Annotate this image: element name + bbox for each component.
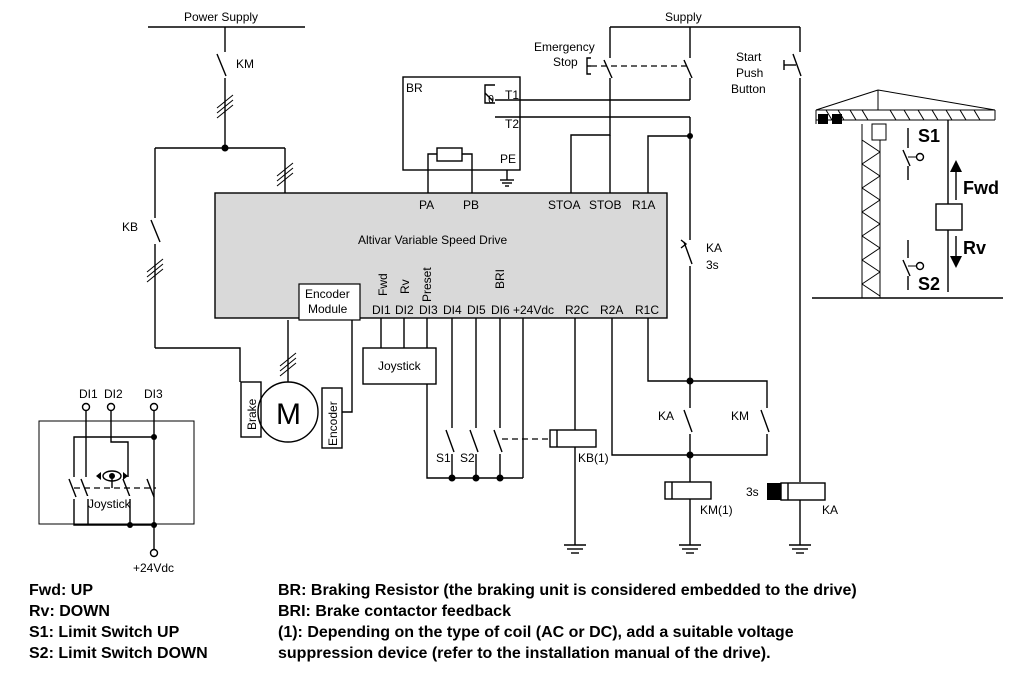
svg-text:DI2: DI2 (395, 303, 414, 317)
legend-s2: S2: Limit Switch DOWN (29, 645, 208, 662)
svg-text:Joystick: Joystick (378, 359, 422, 373)
svg-text:KB(1): KB(1) (578, 451, 609, 465)
svg-text:KA: KA (706, 241, 722, 255)
kb-label: KB (122, 220, 138, 234)
svg-text:3s: 3s (706, 258, 719, 272)
joystick-box (362, 347, 437, 385)
svg-text:Push: Push (736, 66, 763, 80)
svg-text:θ: θ (488, 94, 494, 106)
drive-label: Altivar Variable Speed Drive (358, 233, 508, 247)
svg-text:DI6: DI6 (491, 303, 510, 317)
legend-left: Fwd: UP Rv: DOWN S1: Limit Switch UP S2:… (29, 580, 208, 664)
legend-fwd: Fwd: UP (29, 582, 93, 599)
svg-text:T2: T2 (505, 117, 519, 131)
svg-text:3s: 3s (746, 485, 759, 499)
svg-text:PA: PA (419, 198, 434, 212)
crane-illustration: Fwd Rv S1 S2 (812, 89, 1003, 299)
svg-text:T1: T1 (505, 88, 519, 102)
svg-text:Module: Module (308, 302, 348, 316)
svg-text:S2: S2 (460, 451, 475, 465)
svg-text:M: M (276, 398, 301, 431)
svg-text:+24Vdc: +24Vdc (133, 561, 174, 575)
legend-note-1: (1): Depending on the type of coil (AC o… (278, 624, 794, 641)
svg-text:Brake: Brake (245, 398, 259, 430)
svg-text:Start: Start (736, 50, 762, 64)
svg-text:+24Vdc: +24Vdc (513, 303, 554, 317)
svg-text:KM: KM (731, 409, 749, 423)
resistor-symbol (436, 147, 463, 162)
kb-contact (150, 219, 161, 243)
svg-text:Encoder: Encoder (326, 401, 340, 446)
svg-text:BR: BR (406, 81, 423, 95)
legend-bri: BRI: Brake contactor feedback (278, 603, 511, 620)
km-main-contact (216, 53, 227, 77)
encoder-module (298, 283, 361, 321)
svg-text:Encoder: Encoder (305, 287, 350, 301)
braking-resistor-box (402, 76, 521, 171)
legend-br: BR: Braking Resistor (the braking unit i… (278, 582, 857, 599)
svg-text:Rv: Rv (963, 238, 986, 258)
svg-text:Fwd: Fwd (376, 273, 390, 296)
svg-text:S1: S1 (436, 451, 451, 465)
svg-text:S2: S2 (918, 274, 940, 294)
supply-label: Supply (665, 10, 702, 24)
svg-text:DI3: DI3 (419, 303, 438, 317)
svg-text:Rv: Rv (398, 279, 412, 294)
svg-text:Preset: Preset (420, 267, 434, 302)
svg-text:DI3: DI3 (144, 387, 163, 401)
emergency-label: Emergency (534, 40, 595, 54)
stop-label: Stop (553, 55, 578, 69)
svg-text:R1A: R1A (632, 198, 655, 212)
km-coil (664, 481, 712, 500)
legend-rv: Rv: DOWN (29, 603, 110, 620)
svg-text:DI1: DI1 (372, 303, 391, 317)
legend-note-2: suppression device (refer to the install… (278, 645, 771, 662)
brake-box (240, 381, 262, 438)
svg-text:DI2: DI2 (104, 387, 123, 401)
svg-text:R1C: R1C (635, 303, 659, 317)
svg-text:DI4: DI4 (443, 303, 462, 317)
svg-text:DI5: DI5 (467, 303, 486, 317)
svg-text:DI1: DI1 (79, 387, 98, 401)
svg-text:R2A: R2A (600, 303, 623, 317)
svg-text:PE: PE (500, 152, 516, 166)
power-supply-label: Power Supply (184, 10, 258, 24)
svg-text:R2C: R2C (565, 303, 589, 317)
svg-text:Joystick: Joystick (88, 497, 132, 511)
start-push-button-contact (792, 53, 802, 77)
legend-s1: S1: Limit Switch UP (29, 624, 180, 641)
svg-text:STOA: STOA (548, 198, 580, 212)
svg-text:BRI: BRI (493, 269, 507, 289)
svg-text:KA: KA (822, 503, 838, 517)
altivar-drive (214, 192, 668, 319)
wiring-diagram: Power Supply KM KB Supply Emergency Stop… (38, 10, 1003, 575)
encoder-box (321, 387, 343, 449)
svg-text:KA: KA (658, 409, 674, 423)
svg-text:S1: S1 (918, 126, 940, 146)
kb-coil (549, 429, 597, 448)
svg-text:KM(1): KM(1) (700, 503, 733, 517)
svg-text:PB: PB (463, 198, 479, 212)
svg-text:Button: Button (731, 82, 766, 96)
km-main-label: KM (236, 57, 254, 71)
ka-coil-delay-block (767, 483, 781, 500)
ka-coil (780, 482, 826, 501)
svg-text:Fwd: Fwd (963, 178, 999, 198)
svg-text:STOB: STOB (589, 198, 621, 212)
legend-right: BR: Braking Resistor (the braking unit i… (278, 580, 857, 664)
joystick-inset: DI1 DI2 DI3 Joystick +24Vdc (38, 387, 195, 575)
